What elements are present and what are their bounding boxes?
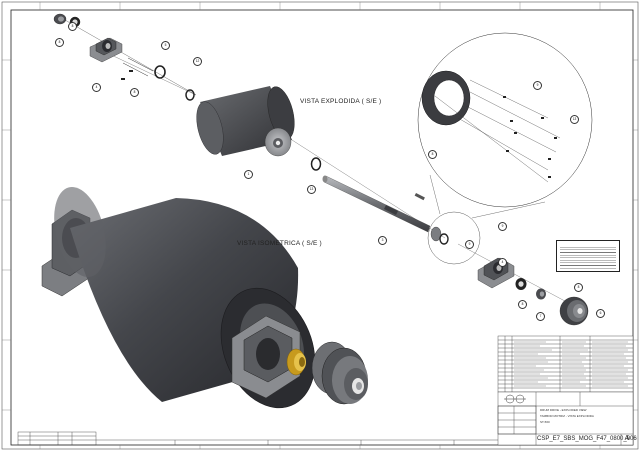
exploded-view	[53, 13, 593, 326]
revision-table	[17, 431, 498, 446]
bushing-right	[536, 288, 546, 300]
drive-shaft	[322, 175, 431, 233]
balloon: 4	[498, 258, 507, 267]
balloon: 12	[193, 57, 202, 66]
shaft-end-parts	[430, 226, 449, 245]
washer-parts	[121, 57, 195, 101]
end-cap-part	[53, 13, 67, 25]
balloon: 8	[130, 88, 139, 97]
balloon: 1	[244, 170, 253, 179]
balloon: 8	[55, 38, 64, 47]
revision-letter: A	[624, 435, 630, 442]
balloon: 3	[378, 236, 387, 245]
isometric-view-label: VISTA ISOMETRICA ( S/E )	[237, 240, 322, 247]
isometric-view	[41, 186, 368, 409]
balloon: 13	[307, 185, 316, 194]
balloon: 8	[518, 300, 527, 309]
company-logo	[504, 394, 526, 404]
parts-list	[497, 335, 634, 393]
balloon: 9	[533, 81, 542, 90]
detail-circle	[417, 32, 593, 208]
balloon: 4	[92, 83, 101, 92]
title-line-2: TAMBOR MOTRIZ - VISTA EXPLODIDA	[540, 414, 594, 418]
balloon: 8	[574, 283, 583, 292]
exploded-view-label: VISTA EXPLODIDA ( S/E )	[300, 98, 382, 105]
title-line-3: ST-560	[540, 420, 550, 424]
coupling-isometric	[311, 341, 368, 405]
bearing-right	[515, 278, 527, 290]
balloon: 13	[570, 115, 579, 124]
exploded-drum	[196, 86, 295, 157]
balloon: 5	[161, 41, 170, 50]
pillow-block-right	[477, 257, 515, 289]
balloon: 7	[536, 312, 545, 321]
title-line-1: DRUM DRIVE - EXPLODED VIEW	[540, 408, 587, 412]
drawing-number: CSP_E7_SBS_MOG_F47_0800_006	[537, 436, 637, 442]
balloon: 9	[498, 222, 507, 231]
balloon: 8	[68, 22, 77, 31]
parts-list-text	[514, 341, 628, 387]
pillow-block-part	[89, 37, 123, 63]
coupling-right	[559, 296, 589, 326]
balloon: 8	[428, 150, 437, 159]
balloon: 9	[465, 240, 474, 249]
retaining-ring	[310, 157, 322, 171]
gold-bushing	[286, 348, 306, 376]
balloon: 6	[596, 309, 605, 318]
notes-box	[556, 240, 620, 272]
approval-table	[497, 405, 537, 435]
small-detail-circle	[427, 211, 481, 265]
notes-text	[560, 245, 616, 269]
